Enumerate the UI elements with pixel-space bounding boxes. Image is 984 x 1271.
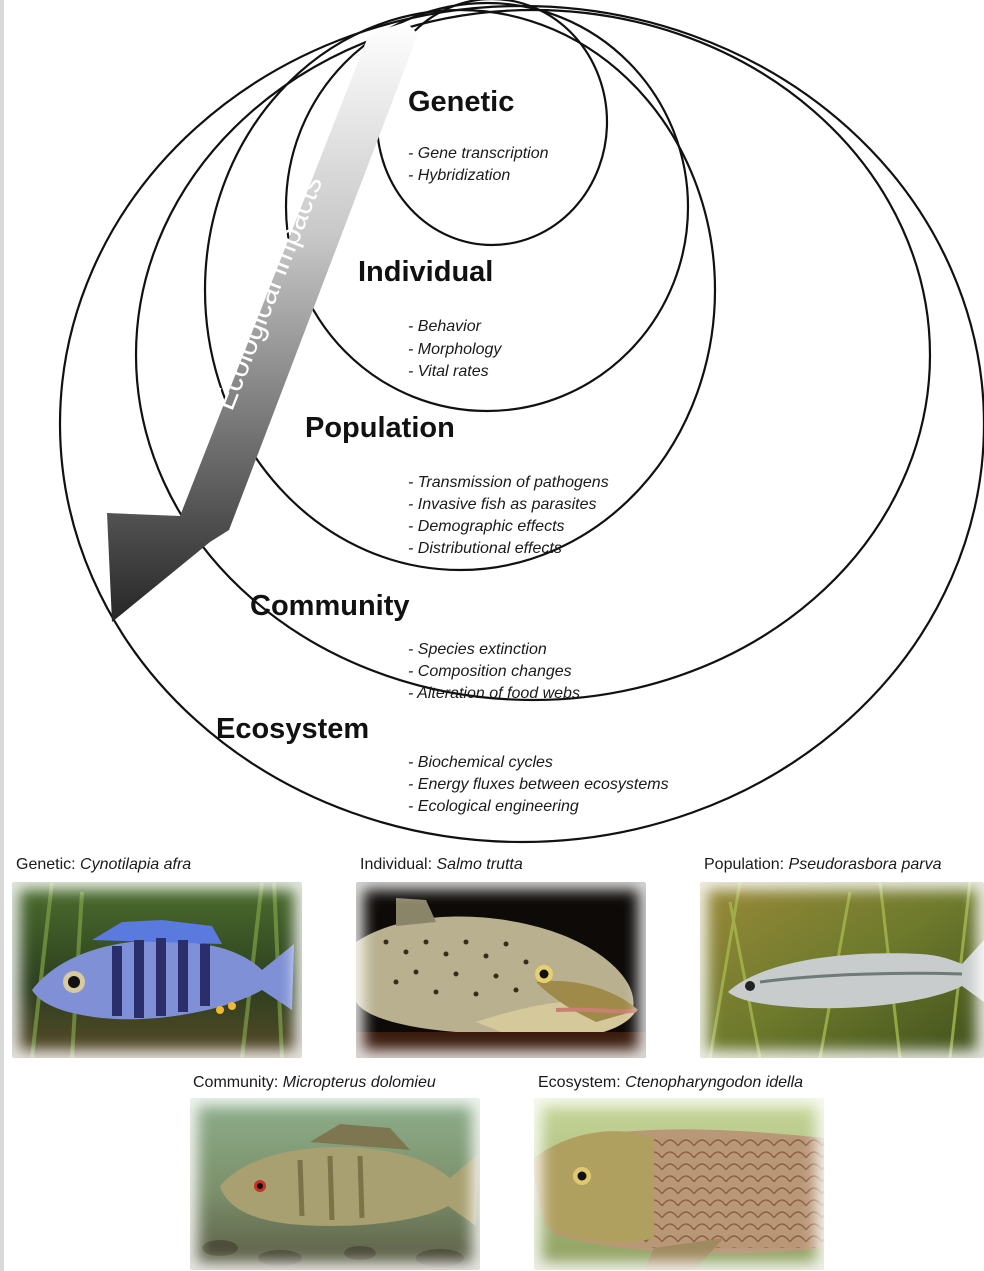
level-item: - Transmission of pathogens — [408, 474, 609, 491]
level-item: - Invasive fish as parasites — [408, 496, 597, 513]
level-title-ecosystem: Ecosystem — [216, 713, 369, 745]
caption-level: Population: — [704, 856, 789, 873]
photo-ctenopharyngodon-idella — [534, 1098, 824, 1270]
caption-species: Cynotilapia afra — [80, 856, 191, 873]
level-item: - Alteration of food webs — [408, 685, 580, 702]
level-item: - Demographic effects — [408, 518, 565, 535]
caption-species: Salmo trutta — [437, 856, 523, 873]
caption-species: Pseudorasbora parva — [789, 856, 942, 873]
level-item: - Hybridization — [408, 167, 510, 184]
caption-level: Ecosystem: — [538, 1074, 625, 1091]
caption-species: Ctenopharyngodon idella — [625, 1074, 803, 1091]
level-title-community: Community — [250, 590, 410, 622]
photo-pseudorasbora-parva — [700, 882, 984, 1058]
level-item: - Distributional effects — [408, 540, 562, 557]
level-item: - Biochemical cycles — [408, 754, 553, 771]
nested-levels-diagram: Ecological impacts Genetic - Gene transc… — [0, 0, 984, 850]
caption-level: Individual: — [360, 856, 437, 873]
level-item: - Behavior — [408, 318, 482, 335]
level-title-genetic: Genetic — [408, 86, 514, 118]
level-item: - Composition changes — [408, 663, 572, 680]
level-title-individual: Individual — [358, 256, 493, 288]
photo-micropterus-dolomieu — [190, 1098, 480, 1270]
level-item: - Species extinction — [408, 641, 547, 658]
photo-caption-individual: Individual: Salmo trutta — [360, 856, 523, 874]
photo-cynotilapia-afra — [12, 882, 302, 1058]
caption-species: Micropterus dolomieu — [283, 1074, 436, 1091]
photo-caption-genetic: Genetic: Cynotilapia afra — [16, 856, 191, 874]
level-item: - Morphology — [408, 341, 502, 358]
caption-level: Community: — [193, 1074, 283, 1091]
level-item: - Energy fluxes between ecosystems — [408, 776, 669, 793]
photo-caption-ecosystem: Ecosystem: Ctenopharyngodon idella — [538, 1074, 803, 1092]
level-item: - Vital rates — [408, 363, 489, 380]
photo-salmo-trutta — [356, 882, 646, 1058]
caption-level: Genetic: — [16, 856, 80, 873]
ecosystem-circle — [60, 6, 984, 842]
level-title-population: Population — [305, 412, 455, 444]
level-item: - Ecological engineering — [408, 798, 579, 815]
level-item: - Gene transcription — [408, 145, 549, 162]
photo-caption-population: Population: Pseudorasbora parva — [704, 856, 942, 874]
photo-caption-community: Community: Micropterus dolomieu — [193, 1074, 436, 1092]
